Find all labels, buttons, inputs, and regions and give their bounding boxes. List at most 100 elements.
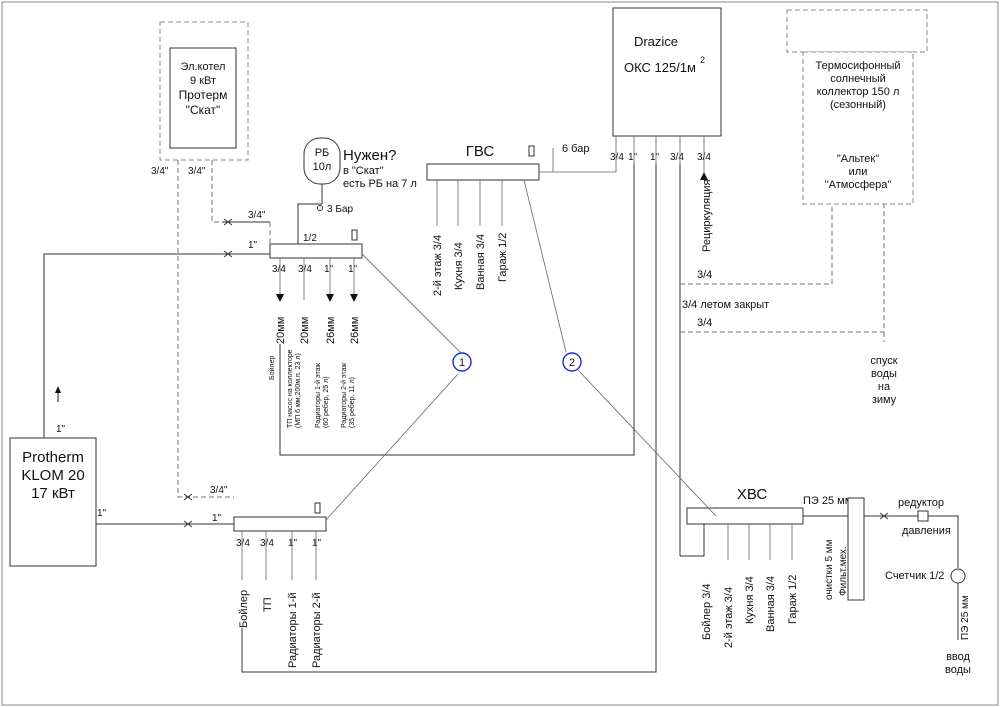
klom-boiler: Protherm KLOM 20 17 кВт 1" 1" (9, 424, 107, 567)
solar-line-1: Термосифонный (815, 60, 900, 72)
hvs-inlet-2: воды (945, 664, 971, 676)
return-label-4: Радиаторы 2-й (311, 592, 323, 668)
drazice-port-2: 1" (628, 152, 638, 163)
marker-2-label: 2 (569, 357, 575, 369)
klom-pipe-out: 1" (97, 508, 107, 519)
air-vent-icon (314, 502, 321, 514)
supply-out-3: 1" (324, 264, 334, 275)
mechanical-filter (847, 497, 865, 601)
solar-line-4: (сезонный) (830, 99, 886, 111)
drazice-recirc: Рециркуляция (701, 179, 713, 252)
rb-label-1: РБ (315, 147, 330, 159)
hvs-out-2: 2-й этаж 3/4 (723, 587, 735, 648)
supply-port: 1/2 (303, 233, 317, 244)
hvs-out-1: Бойлер 3/4 (701, 584, 713, 640)
electric-boiler-line-1: Эл.котел (181, 61, 226, 73)
gvs-out-4: Гараж 1/2 (497, 233, 509, 282)
marker-2: 2 (562, 352, 582, 372)
supply-label-2b: (МП 6 мм,200м.п. 23 л) (295, 353, 302, 428)
klom-line-3: 17 кВт (31, 485, 75, 502)
hvs-inlet-pipe: ПЭ 25 мм (960, 595, 971, 640)
supply-out-2: 3/4 (298, 264, 312, 275)
solar-pipe-2: 3/4 летом закрыт (682, 299, 769, 311)
drazice-line-2: ОКС 125/1м (624, 60, 696, 75)
valve-icon (223, 250, 233, 258)
valve-icon (223, 218, 233, 226)
gvs-pressure: 6 бар (562, 143, 589, 155)
supply-in-top: 3/4" (248, 210, 266, 221)
arrow-up-icon (55, 386, 61, 393)
gvs-out-2: Кухня 3/4 (453, 242, 465, 290)
hvs-out-5: Гараж 1/2 (787, 575, 799, 624)
gvs-title: ГВС (466, 143, 495, 160)
klom-line-1: Protherm (22, 449, 84, 466)
solar-line-2: солнечный (830, 73, 886, 85)
return-out-3: 1" (288, 538, 298, 549)
return-out-4: 1" (312, 538, 322, 549)
supply-manifold: 3/4" 1" 1/2 3/4 3/4 1" 1" (248, 210, 363, 275)
pump-icon (276, 294, 284, 302)
valve-icon (879, 512, 889, 520)
gvs-out-3: Ванная 3/4 (475, 234, 487, 290)
supply-label-1: Бойлер (268, 356, 276, 380)
electric-boiler: Эл.котел 9 кВт Протерм "Скат" 3/4" 3/4" (151, 21, 249, 177)
hvs-title: ХВС (737, 486, 768, 503)
solar-drain-4: зиму (872, 394, 897, 406)
rb-question: Нужен? (343, 147, 397, 164)
supply-label-4b: (35 ребер, 11 л) (348, 377, 356, 428)
cold-water-manifold: ХВС Бойлер 3/4 2-й этаж 3/4 Кухня 3/4 Ва… (686, 486, 804, 648)
return-label-3: Радиаторы 1-й (287, 592, 299, 668)
hvs-filter-label-2: очистки 5 мм (824, 539, 835, 600)
water-meter (950, 568, 966, 584)
supply-in-main: 1" (248, 240, 258, 251)
rb-note-2: есть РБ на 7 л (343, 178, 417, 190)
supply-size-1: 20мм (275, 317, 287, 344)
pump-icon (700, 172, 708, 180)
supply-label-4a: Радиаторы 2-й этаж (340, 363, 348, 428)
supply-size-2: 20мм (299, 317, 311, 344)
drazice-line-1: Drazice (634, 34, 678, 49)
return-label-1: Бойлер (238, 590, 250, 628)
hvs-out-4: Ванная 3/4 (765, 576, 777, 632)
electric-boiler-pipe-left: 3/4" (151, 166, 169, 177)
return-in-top: 3/4" (210, 485, 228, 496)
pump-icon (350, 294, 358, 302)
supply-size-3: 26мм (325, 317, 337, 344)
drazice-port-1: 3/4 (610, 152, 624, 163)
drazice-tank: Drazice ОКС 125/1м 2 3/4 1" 1" 3/4 3/4 Р… (610, 7, 722, 252)
return-out-1: 3/4 (236, 538, 250, 549)
supply-label-3b: (60 ребер, 25 л) (322, 376, 330, 428)
gauge-icon (317, 205, 323, 211)
solar-pipe-3: 3/4 (697, 317, 712, 329)
hvs-reducer-2: давления (902, 525, 951, 537)
supply-size-4: 26мм (349, 317, 361, 344)
solar-or: или (849, 166, 868, 178)
klom-pipe-up: 1" (56, 424, 66, 435)
hvs-meter: Счетчик 1/2 (885, 570, 944, 582)
return-out-2: 3/4 (260, 538, 274, 549)
supply-label-3a: Радиаторы 1-й этаж (314, 363, 322, 428)
solar-drain-3: на (878, 381, 891, 393)
electric-boiler-pipe-right: 3/4" (188, 166, 206, 177)
solar-collector: Термосифонный солнечный коллектор 150 л … (786, 9, 928, 205)
solar-brand-1: "Альтек" (837, 153, 879, 165)
return-in-main: 1" (212, 513, 222, 524)
air-vent-icon (528, 145, 535, 157)
solar-drain-1: спуск (870, 355, 897, 367)
valve-icon (183, 520, 193, 528)
hot-water-manifold: ГВС 6 бар 2-й этаж 3/4 Кухня 3/4 Ванная … (426, 143, 589, 296)
drazice-sup: 2 (700, 55, 705, 65)
supply-out-4: 1" (348, 264, 358, 275)
rb-pressure: 3 Бар (327, 204, 353, 215)
electric-boiler-line-4: "Скат" (186, 103, 221, 117)
expansion-tank: РБ 10л Нужен? в "Скат" есть РБ на 7 л 3 … (303, 137, 417, 215)
drazice-port-3: 1" (650, 152, 660, 163)
hvs-filter-label-1: Фильт.мех. (838, 546, 849, 596)
klom-line-2: KLOM 20 (21, 467, 84, 484)
solar-brand-2: "Атмосфера" (825, 179, 892, 191)
air-vent-icon (351, 229, 358, 241)
drazice-port-4: 3/4 (670, 152, 684, 163)
pump-icon (326, 294, 334, 302)
